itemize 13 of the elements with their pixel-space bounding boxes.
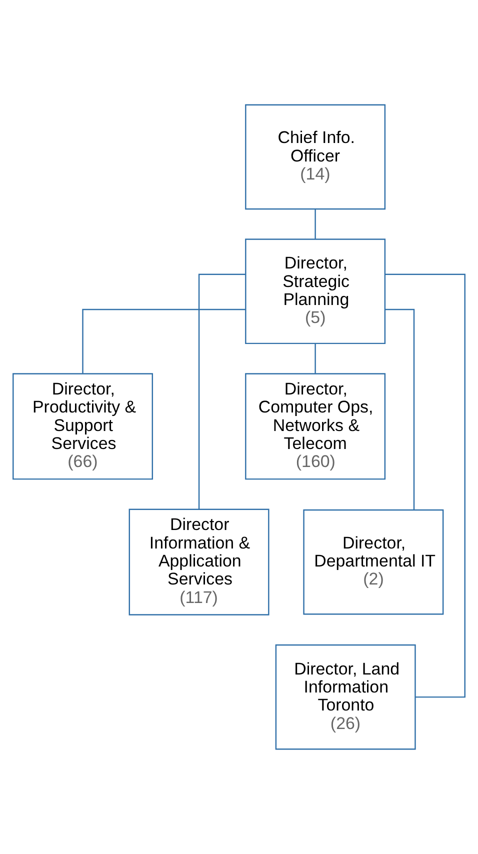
node-box: Director Information & Application Services (117) — [128, 508, 270, 616]
connector — [198, 274, 246, 510]
node-box: Director, Strategic Planning (5) — [245, 238, 386, 344]
connector — [385, 274, 466, 698]
node-box: Director, Computer Ops, Networks & Telecom (160) — [245, 373, 386, 480]
connector — [314, 209, 316, 239]
node-box: Chief Info. Officer (14) — [245, 104, 386, 210]
node-box: Director, Land Information Toronto (26) — [275, 644, 416, 750]
node-box: Director, Departmental IT (2) — [303, 509, 444, 615]
node-box: Director, Productivity & Support Services (66) — [12, 373, 153, 480]
connector — [314, 344, 316, 374]
connector — [385, 308, 415, 510]
connector — [82, 308, 246, 374]
